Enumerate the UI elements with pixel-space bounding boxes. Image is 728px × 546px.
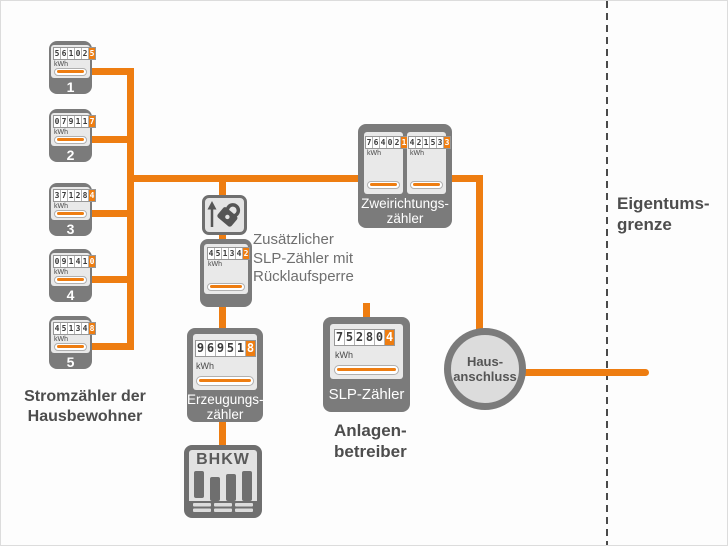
meter-number: 3 xyxy=(66,221,75,237)
backstop-lock-icon xyxy=(202,195,247,235)
backstop-meter-caption: Zusätzlicher SLP-Zähler mit Rücklaufsper… xyxy=(253,231,354,285)
resident-meters-caption: Stromzähler der Hausbewohner xyxy=(24,388,146,425)
wire-bidirectional-link xyxy=(449,175,483,182)
kwh-label: kWh xyxy=(410,150,424,157)
kwh-label: kWh xyxy=(196,361,214,371)
wire-houseconnection-drop xyxy=(476,175,483,335)
wire-branch-horizontal xyxy=(127,175,361,182)
operator-meter-label: SLP-Zähler xyxy=(328,386,405,403)
rolling-digit: 2 xyxy=(243,248,249,259)
meter-disc-slot xyxy=(54,343,87,351)
kwh-label: kWh xyxy=(54,203,68,210)
generation-meter-label: Erzeugungs- zähler xyxy=(187,392,264,422)
kwh-label: kWh xyxy=(54,269,68,276)
meter-disc-slot xyxy=(54,136,87,144)
rolling-digit: 8 xyxy=(246,341,255,356)
meter-number: 5 xyxy=(66,354,75,370)
rolling-digit: 3 xyxy=(444,137,450,148)
wire-trunk-vertical xyxy=(127,68,134,350)
kwh-label: kWh xyxy=(208,261,222,268)
wire-meter2-stub xyxy=(92,136,127,143)
wire-meter3-stub xyxy=(92,210,127,217)
meter-number: 4 xyxy=(66,287,75,303)
rolling-digit: 0 xyxy=(89,256,95,267)
rolling-digit: 4 xyxy=(89,190,95,201)
kwh-label: kWh xyxy=(335,350,353,360)
meter-number: 2 xyxy=(66,147,75,163)
wire-meter1-stub xyxy=(92,68,127,75)
meter-disc-slot xyxy=(207,283,245,291)
meter-disc-slot xyxy=(367,181,400,189)
rolling-digit: 5 xyxy=(89,48,95,59)
rolling-digit: 8 xyxy=(89,323,95,334)
meter-disc-slot xyxy=(196,376,254,386)
kwh-label: kWh xyxy=(54,336,68,343)
chp-engine-icon xyxy=(189,471,257,513)
wire-grid-line xyxy=(525,369,649,376)
house-connection: Haus- anschluss xyxy=(444,328,526,410)
rolling-digit: 4 xyxy=(385,330,394,345)
chp-unit: BHKW xyxy=(184,445,262,518)
meter-disc-slot xyxy=(54,68,87,76)
bidirectional-meter-label: Zweirichtungs- zähler xyxy=(361,196,449,226)
wire-slp-stub xyxy=(363,303,370,321)
meter-disc-slot xyxy=(54,210,87,218)
house-connection-label: Haus- anschluss xyxy=(453,354,517,384)
property-boundary-caption: Eigentums- grenze xyxy=(617,194,710,234)
wire-meter5-stub xyxy=(92,343,127,350)
wire-meter4-stub xyxy=(92,276,127,283)
kwh-label: kWh xyxy=(367,150,381,157)
kwh-label: kWh xyxy=(54,129,68,136)
kwh-label: kWh xyxy=(54,61,68,68)
meter-number: 1 xyxy=(66,79,75,95)
wire-backstop-drop xyxy=(219,175,226,449)
rolling-digit: 7 xyxy=(89,116,95,127)
property-boundary-line xyxy=(606,1,608,545)
meter-disc-slot xyxy=(54,276,87,284)
operator-caption: Anlagen- betreiber xyxy=(334,421,407,461)
rolling-digit: 1 xyxy=(401,137,407,148)
meter-disc-slot xyxy=(410,181,443,189)
meter-disc-slot xyxy=(334,365,399,375)
chp-unit-label: BHKW xyxy=(196,451,250,468)
